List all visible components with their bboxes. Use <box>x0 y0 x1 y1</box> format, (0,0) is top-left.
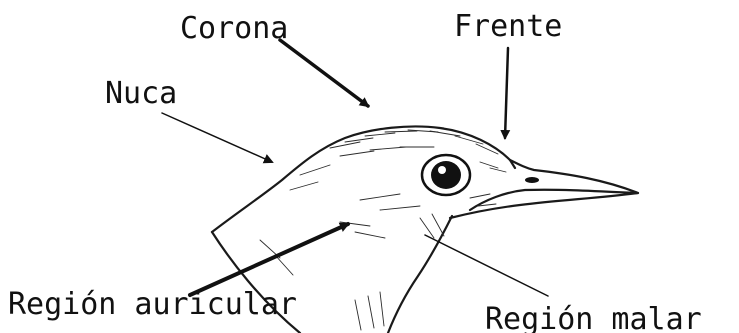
frente-arrow <box>505 48 508 138</box>
label-corona: Corona <box>180 11 288 46</box>
corona-arrow <box>280 40 368 106</box>
nuca-arrow <box>162 113 272 162</box>
forehead-outline <box>510 160 638 193</box>
label-region-malar: Región malar <box>485 302 702 333</box>
nostril-icon <box>525 177 539 183</box>
label-nuca: Nuca <box>105 76 177 111</box>
eye-icon <box>422 155 470 195</box>
label-frente: Frente <box>454 9 562 44</box>
label-region-auricular: Región auricular <box>8 287 297 322</box>
region-malar-arrow <box>425 235 548 296</box>
beak-gape-line <box>470 190 636 210</box>
